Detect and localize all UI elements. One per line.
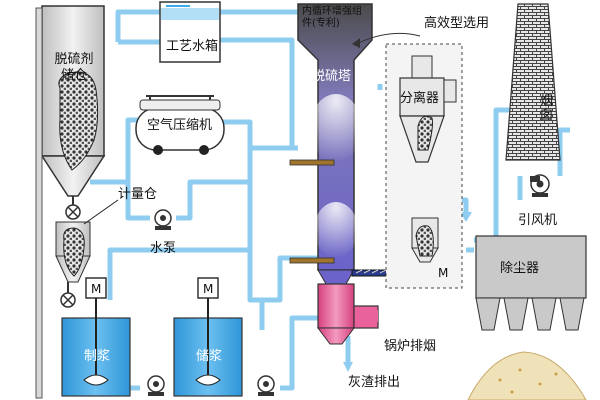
separator	[399, 55, 457, 163]
metering-bin-label: 计量仓	[118, 187, 158, 202]
chimney	[505, 3, 561, 161]
metering-bin	[55, 199, 119, 283]
high-efficiency-box	[352, 32, 463, 289]
dust-collector-label: 除尘器	[500, 261, 540, 276]
flue-gas-inlet	[317, 283, 379, 345]
slurry-storage-tank	[173, 296, 243, 397]
ash-pile	[467, 351, 587, 400]
internal-circulation-label: 内循环增强组件(专利)	[302, 6, 362, 29]
boiler-flue-arrow	[366, 310, 378, 322]
induced-draft-fan[interactable]	[530, 174, 550, 197]
desulfurizer-silo	[35, 5, 106, 399]
separator-label: 分离器	[400, 91, 440, 106]
silo-valve[interactable]	[65, 196, 81, 220]
process-water-tank	[159, 1, 221, 63]
ash-discharge-label: 灰渣排出	[348, 375, 401, 390]
desulfurizer-silo-label: 脱硫剂储仓	[54, 52, 94, 84]
high-efficiency-option-label: 高效型选用	[424, 16, 490, 31]
water-pump[interactable]	[154, 209, 172, 230]
slurry-making-tank	[61, 296, 131, 397]
slurry-storage-label: 储浆	[196, 349, 223, 364]
conveyor-motor-label: M	[438, 266, 449, 280]
chimney-label: 烟囱	[540, 94, 554, 124]
air-compressor-label: 空气压缩机	[147, 118, 213, 133]
return-ash-bin	[411, 217, 439, 263]
slurry-making-label: 制浆	[84, 349, 111, 364]
desulfurization-tower-label: 脱硫塔	[312, 69, 352, 84]
dust-collector	[475, 235, 587, 331]
slurry-pump-1[interactable]	[147, 375, 165, 396]
slurry-pump-2[interactable]	[257, 375, 275, 396]
slurry-making-motor[interactable]	[85, 277, 107, 299]
slurry-storage-motor[interactable]	[197, 277, 219, 299]
water-pump-label: 水泵	[150, 241, 177, 256]
metering-valve[interactable]	[60, 282, 76, 308]
air-compressor[interactable]	[135, 95, 225, 155]
boiler-flue-gas-label: 锅炉排烟	[384, 339, 437, 354]
slurry-making-motor-label: M	[91, 282, 102, 296]
induced-draft-fan-label: 引风机	[518, 213, 558, 228]
slurry-storage-motor-label: M	[203, 282, 214, 296]
process-water-tank-label: 工艺水箱	[166, 39, 219, 54]
